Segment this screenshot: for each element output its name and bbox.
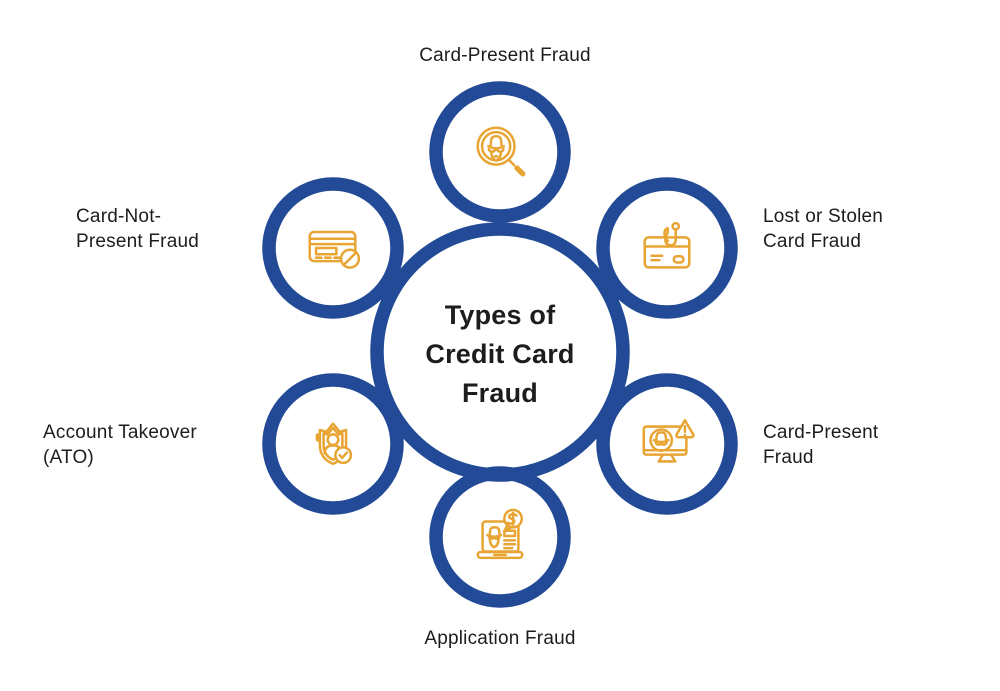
node-label-line: Card-Not- (76, 206, 162, 227)
laptop-spy-dollar-icon (476, 508, 524, 560)
credit-card-hook-icon (643, 221, 691, 269)
node-label-top: Card-Present Fraud (350, 43, 660, 68)
node-label-line: Account Takeover (43, 422, 197, 443)
node-label-bottom-left: Account Takeover (ATO) (43, 420, 197, 470)
credit-card-blocked-icon (308, 230, 361, 269)
node-label-line: Card-Present (763, 422, 879, 443)
node-label-line: Card-Present Fraud (419, 45, 591, 66)
node-ring-top-right (596, 177, 738, 319)
node-label-top-left: Card-Not- Present Fraud (76, 204, 199, 254)
shield-user-check-icon (315, 422, 353, 466)
diagram-title-line: Fraud (461, 378, 538, 408)
diagram-title-line: Types of (444, 300, 556, 330)
node-label-bottom-right: Card-Present Fraud (763, 420, 878, 470)
spy-magnifier-icon (476, 126, 526, 177)
node-label-line: Fraud (763, 447, 814, 468)
monitor-hacker-warning-icon (642, 419, 695, 463)
diagram-title: Types of Credit Card Fraud (380, 296, 620, 413)
node-label-line: Card Fraud (763, 231, 862, 252)
node-label-line: Lost or Stolen (763, 206, 884, 227)
node-label-line: (ATO) (43, 447, 94, 468)
node-label-top-right: Lost or Stolen Card Fraud (763, 204, 883, 254)
diagram-title-line: Credit Card (425, 339, 575, 369)
node-label-bottom: Application Fraud (345, 626, 655, 651)
center-disc (370, 222, 630, 482)
node-label-line: Application Fraud (424, 628, 576, 649)
center-ring (370, 222, 630, 482)
node-label-line: Present Fraud (76, 231, 199, 252)
